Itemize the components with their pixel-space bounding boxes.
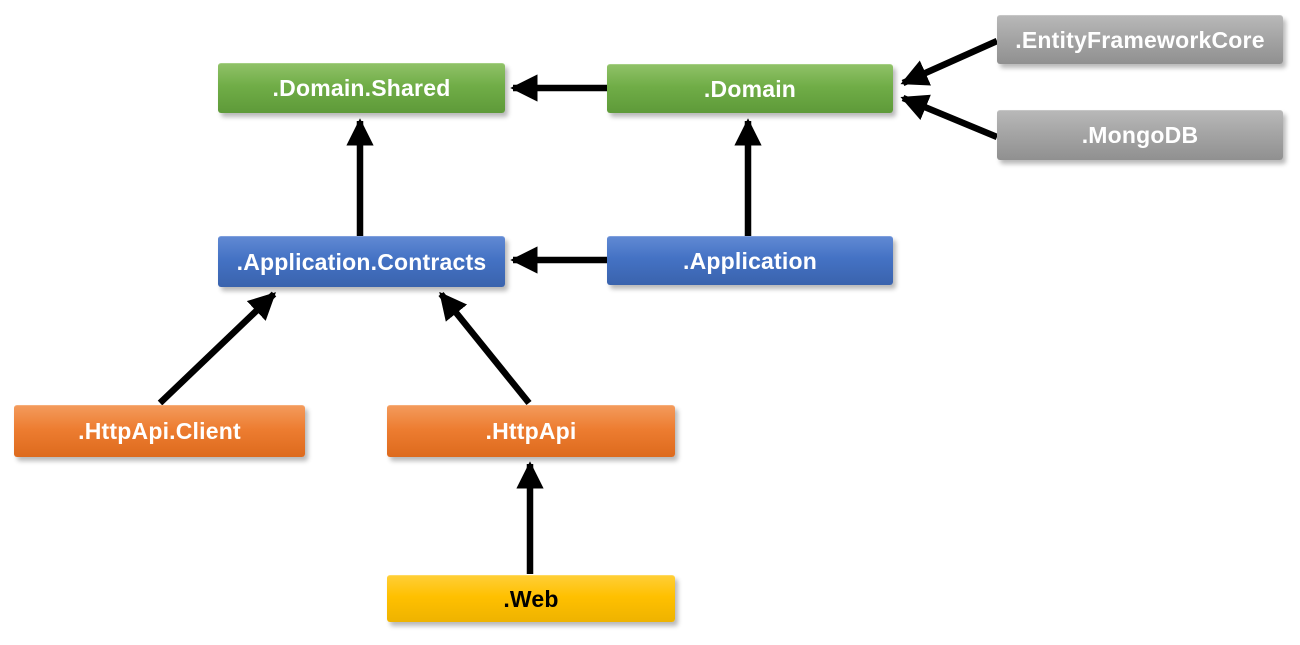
node-application-contracts-label: .Application.Contracts bbox=[236, 248, 487, 275]
node-httpapi: .HttpApi bbox=[387, 405, 675, 457]
node-domain-label: .Domain bbox=[703, 75, 797, 102]
node-entityframeworkcore: .EntityFrameworkCore bbox=[997, 15, 1283, 64]
node-httpapi-client: .HttpApi.Client bbox=[14, 405, 305, 457]
node-httpapi-label: .HttpApi bbox=[485, 418, 577, 444]
node-domain: .Domain bbox=[607, 64, 893, 113]
edge-httpapi-to-app-contracts bbox=[438, 291, 532, 406]
node-application: .Application bbox=[607, 236, 893, 285]
node-mongodb: .MongoDB bbox=[997, 110, 1283, 160]
node-application-label: .Application bbox=[682, 247, 817, 274]
node-domain-shared: .Domain.Shared bbox=[218, 63, 505, 113]
node-web: .Web bbox=[387, 575, 675, 622]
node-domain-shared-label: .Domain.Shared bbox=[272, 75, 451, 101]
edge-httpapi-client-to-app-contracts bbox=[157, 291, 277, 406]
edge-efcore-to-domain bbox=[900, 38, 999, 86]
node-web-label: .Web bbox=[503, 585, 559, 612]
node-mongodb-label: .MongoDB bbox=[1081, 122, 1199, 148]
node-application-contracts: .Application.Contracts bbox=[218, 236, 505, 287]
node-entityframeworkcore-label: .EntityFrameworkCore bbox=[1015, 26, 1265, 53]
node-httpapi-client-label: .HttpApi.Client bbox=[78, 418, 241, 444]
edge-mongodb-to-domain bbox=[900, 94, 999, 141]
